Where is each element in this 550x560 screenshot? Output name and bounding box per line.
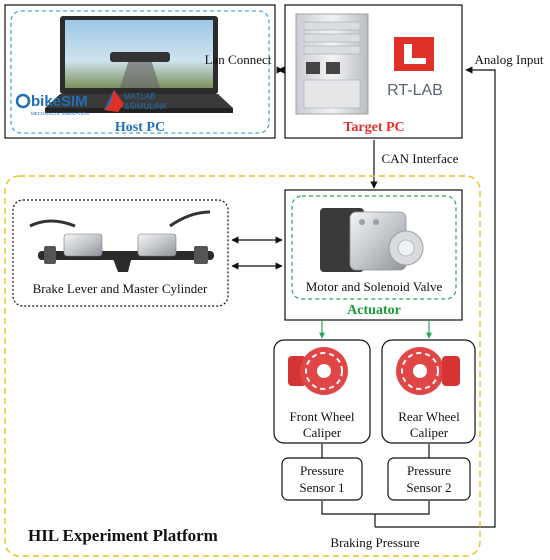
rear-caliper-line1: Rear Wheel <box>398 409 460 424</box>
actuator-component-label: Motor and Solenoid Valve <box>306 279 443 294</box>
matlab-simulink-logo: MATLAB &SIMULINK <box>104 90 168 112</box>
actuator-box: Motor and Solenoid Valve Actuator <box>284 189 463 321</box>
sensor2-line2: Sensor 2 <box>406 480 451 495</box>
front-caliper-box: Front Wheel Caliper <box>273 339 371 444</box>
analog-input-line: Analog Input <box>375 52 544 528</box>
brake-actuator-links <box>231 236 283 270</box>
target-pc-title: Target PC <box>343 120 404 135</box>
rear-caliper-image <box>396 347 460 395</box>
actuator-caliper-links <box>319 321 432 339</box>
target-pc-box: RT-LAB Target PC <box>284 4 463 139</box>
brake-lever-image <box>29 210 214 272</box>
bikesim-logo: bikeSIM MECHANICAL SIMULATION <box>15 93 89 116</box>
svg-text:&SIMULINK: &SIMULINK <box>124 102 168 111</box>
host-pc-box: bikeSIM MECHANICAL SIMULATION MATLAB &SI… <box>4 4 276 139</box>
sensor1-line1: Pressure <box>300 463 344 478</box>
pressure-sensor-2-box: Pressure Sensor 2 <box>387 457 471 501</box>
braking-pressure-label: Braking Pressure <box>330 535 419 550</box>
front-caliper-line2: Caliper <box>303 425 342 440</box>
caliper-sensor-links <box>321 444 430 458</box>
svg-text:MATLAB: MATLAB <box>124 92 155 101</box>
brake-lever-label: Brake Lever and Master Cylinder <box>33 281 208 296</box>
rear-caliper-line2: Caliper <box>410 425 449 440</box>
hil-platform-title: HIL Experiment Platform <box>28 526 218 545</box>
can-interface-line: CAN Interface <box>370 140 459 189</box>
target-pc-tower-image <box>295 13 369 115</box>
front-caliper-image <box>288 347 348 395</box>
lan-connect-label: Lan Connect <box>205 52 272 67</box>
brake-lever-box: Brake Lever and Master Cylinder <box>12 199 229 307</box>
rtlab-logo: RT-LAB <box>387 37 443 99</box>
lan-connection: Lan Connect <box>205 52 285 74</box>
sensor2-line1: Pressure <box>407 463 451 478</box>
abs-modulator-image <box>320 208 424 272</box>
sensor1-line2: Sensor 1 <box>299 480 344 495</box>
actuator-title: Actuator <box>347 303 401 318</box>
host-pc-title: Host PC <box>115 120 165 135</box>
svg-text:bikeSIM: bikeSIM <box>31 93 88 110</box>
hil-platform-border <box>4 175 481 557</box>
front-caliper-line1: Front Wheel <box>289 409 354 424</box>
analog-input-label: Analog Input <box>475 52 544 67</box>
can-interface-label: CAN Interface <box>382 151 459 166</box>
rear-caliper-box: Rear Wheel Caliper <box>381 339 476 444</box>
braking-pressure-lines: Braking Pressure <box>321 501 430 550</box>
pressure-sensor-1-box: Pressure Sensor 1 <box>281 457 363 501</box>
svg-text:MECHANICAL SIMULATION: MECHANICAL SIMULATION <box>31 111 89 116</box>
laptop-image <box>45 16 233 113</box>
svg-text:RT-LAB: RT-LAB <box>387 82 443 99</box>
